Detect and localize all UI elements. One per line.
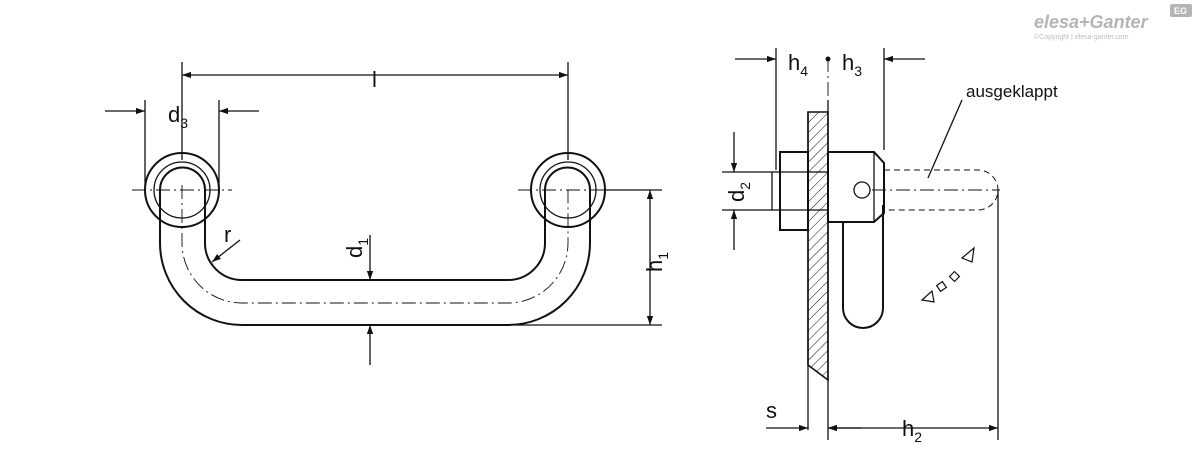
pivot-housing <box>827 151 885 223</box>
brand-logo-text: elesa+Ganter <box>1034 12 1149 32</box>
label-s: s <box>766 398 777 423</box>
label-d3: d3 <box>168 102 188 131</box>
label-d2: d2 <box>724 182 753 202</box>
handle-rod-outer <box>159 190 591 326</box>
hex-nut <box>779 151 809 231</box>
rod-centerline <box>181 185 569 304</box>
handle-rod-inner <box>204 190 546 281</box>
label-h2: h2 <box>902 416 922 445</box>
pivot-axis-dot <box>825 56 831 62</box>
label-r: r <box>224 222 231 247</box>
label-ausgeklappt: ausgeklappt <box>966 82 1058 101</box>
panel-section <box>807 111 829 382</box>
lever-folded <box>842 205 884 329</box>
label-d1: d1 <box>342 238 371 258</box>
label-h1: h1 <box>642 252 671 272</box>
brand-copyright: ©Copyright | elesa-ganter.com <box>1034 33 1129 41</box>
brand-logo: elesa+Ganter EG ©Copyright | elesa-gante… <box>1034 4 1192 41</box>
front-view <box>105 62 662 365</box>
dim-r-leader <box>211 239 241 263</box>
side-view <box>722 48 1000 440</box>
brand-badge <box>1170 4 1192 17</box>
swing-indicator <box>920 246 975 303</box>
pivot-pin <box>853 181 871 199</box>
label-h3: h3 <box>842 50 862 79</box>
left-rod-end <box>159 166 206 191</box>
ausgeklappt-leader <box>927 99 963 179</box>
brand-badge-text: EG <box>1174 6 1187 16</box>
bolt-end <box>771 171 781 211</box>
label-h4: h4 <box>788 50 808 79</box>
label-l: l <box>372 67 377 92</box>
right-rod-end <box>544 166 591 191</box>
